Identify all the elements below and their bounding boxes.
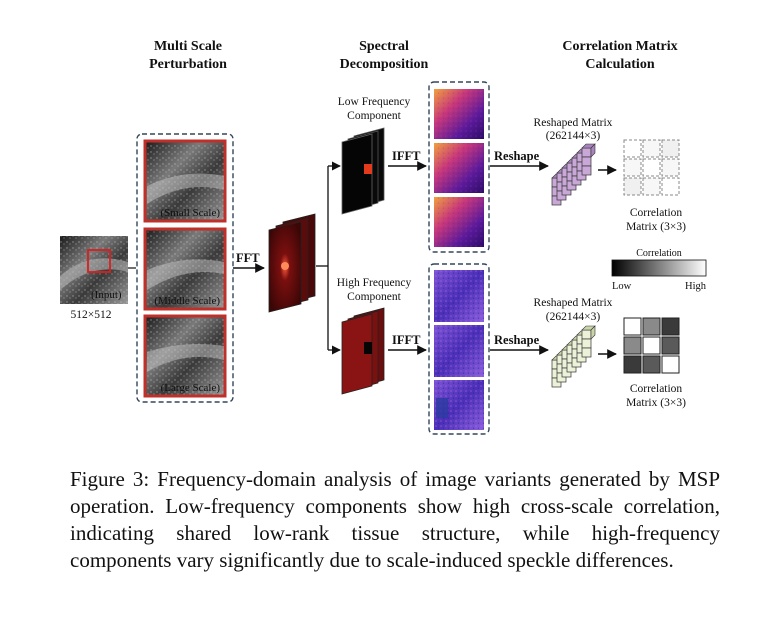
high-component-line2: Component xyxy=(347,291,401,303)
cube-cell xyxy=(581,156,592,167)
reshaped-matrix-low xyxy=(551,143,596,206)
correlation-cell xyxy=(623,158,642,177)
correlation-cell xyxy=(642,336,661,355)
cube-side xyxy=(590,325,596,340)
header-multi-scale-line2: Perturbation xyxy=(149,57,227,72)
reshaped-matrix-low-line1: Reshaped Matrix xyxy=(534,117,613,129)
header-correlation-line2: Calculation xyxy=(585,57,654,72)
correlation-matrix-high xyxy=(623,317,680,374)
scale-image-large xyxy=(143,314,227,398)
cube-cell xyxy=(581,165,592,176)
cube-cell xyxy=(576,352,587,363)
cube-cell xyxy=(581,347,592,358)
correlation-cell xyxy=(623,317,642,336)
high-recon-box xyxy=(428,263,490,435)
cube-cell xyxy=(571,357,582,368)
cube-cell xyxy=(581,329,592,340)
correlation-matrix-high-line2: Matrix (3×3) xyxy=(626,397,686,409)
branch-connector xyxy=(316,161,341,355)
correlation-cell xyxy=(661,158,680,177)
reshaped-matrix-high-line1: Reshaped Matrix xyxy=(534,297,613,309)
reshape-label-low: Reshape xyxy=(494,149,540,163)
figure-caption: Figure 3: Frequency-domain analysis of i… xyxy=(70,467,720,572)
scale-label-middle: (Middle Scale) xyxy=(154,295,220,307)
low-recon-box xyxy=(428,81,490,253)
correlation-cell xyxy=(623,355,642,374)
correlation-cell xyxy=(623,139,642,158)
correlation-cell xyxy=(661,139,680,158)
input-image xyxy=(60,236,128,304)
colorbar-title: Correlation xyxy=(636,248,682,259)
correlation-matrix-low-line2: Matrix (3×3) xyxy=(626,221,686,233)
header-correlation-line1: Correlation Matrix xyxy=(562,39,677,54)
header-spectral-line2: Decomposition xyxy=(340,57,429,72)
correlation-cell xyxy=(661,317,680,336)
cube-cell xyxy=(571,175,582,186)
colorbar-low: Low xyxy=(612,281,632,292)
header-spectral-line1: Spectral xyxy=(359,39,409,54)
cube-cell xyxy=(561,367,572,378)
header-multi-scale-line1: Multi Scale xyxy=(154,39,222,54)
correlation-cell xyxy=(642,317,661,336)
correlation-cell xyxy=(642,158,661,177)
cube-cell xyxy=(581,147,592,158)
reshaped-matrix-high-line2: (262144×3) xyxy=(546,311,601,323)
correlation-cell xyxy=(642,177,661,196)
correlation-cell xyxy=(623,336,642,355)
high-recon-images xyxy=(434,270,484,430)
scale-image-small xyxy=(143,139,227,223)
cube-cell xyxy=(576,170,587,181)
correlation-cell xyxy=(661,177,680,196)
ifft-label-low: IFFT xyxy=(392,149,421,163)
input-size: 512×512 xyxy=(71,309,112,321)
correlation-cell xyxy=(661,355,680,374)
colorbar-high: High xyxy=(685,281,707,292)
scale-label-large: (Large Scale) xyxy=(161,382,221,394)
cube-cell xyxy=(566,362,577,373)
reshaped-matrix-low-line2: (262144×3) xyxy=(546,130,601,142)
reshape-label-high: Reshape xyxy=(494,333,540,347)
high-component-line1: High Frequency xyxy=(337,277,412,289)
cube-cell xyxy=(556,190,567,201)
low-recon-images xyxy=(434,89,484,247)
scale-image-middle xyxy=(143,227,227,311)
cube-cell xyxy=(581,338,592,349)
ifft-label-high: IFFT xyxy=(392,333,421,347)
cube-cell xyxy=(556,372,567,383)
cube-side xyxy=(590,143,596,158)
pipeline-diagram: Multi Scale Perturbation Spectral Decomp… xyxy=(60,39,707,435)
input-label: (Input) xyxy=(91,289,122,301)
scale-label-small: (Small Scale) xyxy=(160,207,220,219)
colorbar xyxy=(611,259,707,277)
low-frequency-spectrum-stack xyxy=(341,127,385,215)
correlation-cell xyxy=(623,177,642,196)
cube-cell xyxy=(551,377,562,388)
correlation-cell xyxy=(661,336,680,355)
correlation-matrix-low xyxy=(623,139,680,196)
reshaped-matrix-high xyxy=(551,325,596,388)
correlation-matrix-low-line1: Correlation xyxy=(630,207,683,219)
low-component-line2: Component xyxy=(347,110,401,122)
multi-scale-box xyxy=(136,133,234,403)
fft-label: FFT xyxy=(236,251,260,265)
low-component-line1: Low Frequency xyxy=(338,96,411,108)
correlation-matrix-high-line1: Correlation xyxy=(630,383,683,395)
cube-cell xyxy=(566,180,577,191)
high-frequency-spectrum-stack xyxy=(341,307,385,395)
cube-cell xyxy=(551,195,562,206)
correlation-cell xyxy=(642,355,661,374)
cube-cell xyxy=(561,185,572,196)
fft-spectrum-stack xyxy=(268,213,316,313)
correlation-cell xyxy=(642,139,661,158)
